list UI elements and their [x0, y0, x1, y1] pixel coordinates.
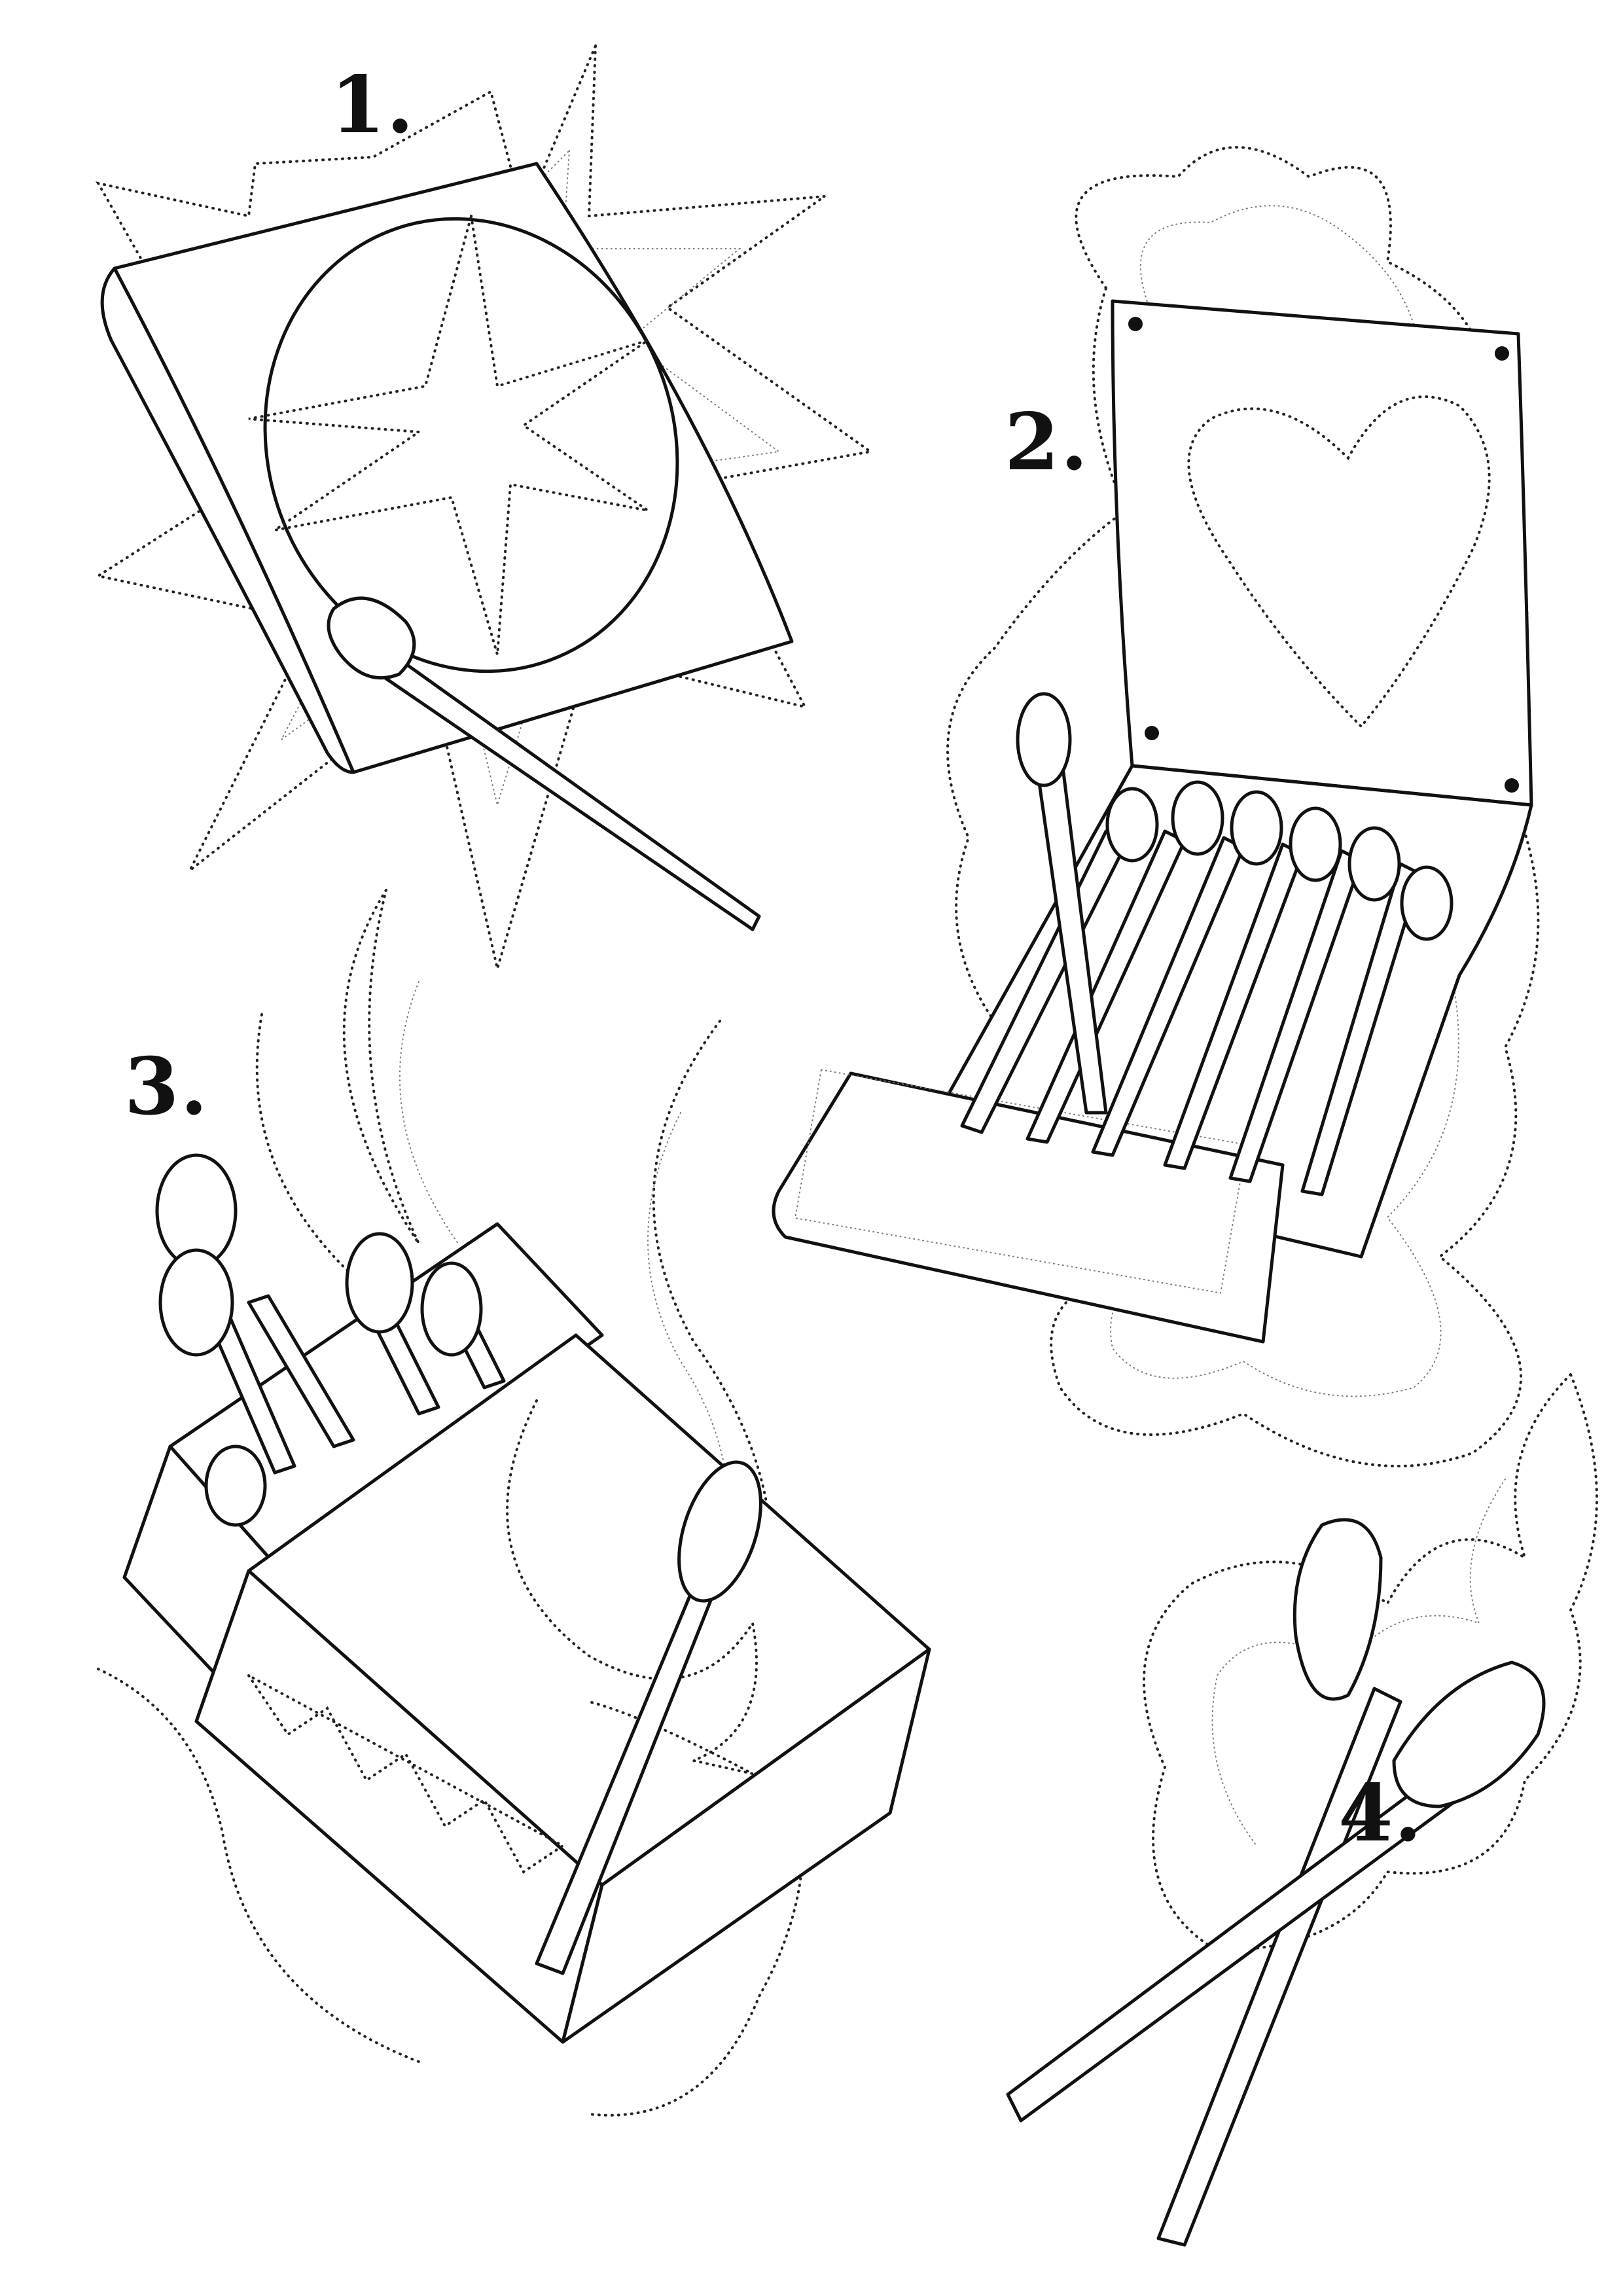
matchbook-spine: [100, 266, 355, 774]
label-item-2: 2.: [1005, 396, 1090, 488]
staple-dot: [1495, 346, 1509, 361]
flame-inner-3: [399, 981, 750, 1938]
smoke-inner-4: [1211, 1479, 1506, 1846]
flap-dotted-panel: [794, 1069, 1248, 1294]
match-stick-a: [1156, 1687, 1402, 2247]
match-head-lifted: [1016, 692, 1072, 787]
staple-dot: [1505, 778, 1519, 793]
match-row: [960, 780, 1454, 1196]
matchbook-striker-flap: [772, 1071, 1285, 1344]
smoke-inner-2: [1110, 205, 1477, 1397]
spade-outline: [506, 1399, 758, 1775]
label-item-4: 4.: [1338, 1767, 1423, 1859]
heart-outline: [1187, 395, 1491, 728]
illustration-3-matchbox-spade: [97, 889, 931, 2117]
match-head-a: [1293, 1518, 1383, 1701]
cover-oval: [263, 217, 679, 673]
illustration-1-matchbook-star: [94, 45, 874, 974]
matchbox-sleeve-end: [561, 1647, 931, 2044]
illustration-2-open-matchbook-heart: [772, 146, 1540, 1467]
compass-star: [248, 215, 649, 655]
match-head-leaning: [677, 1460, 762, 1603]
illustration-4-crossed-matches: [1006, 1372, 1598, 2247]
striker-zigzag: [247, 1674, 565, 1874]
starburst-outline: [94, 45, 874, 974]
smoke-outline-2: [946, 146, 1540, 1467]
matchbook-lid: [1111, 299, 1533, 807]
match-head-1: [327, 596, 416, 680]
box-match-row: [155, 1153, 506, 1527]
smoke-outline-4: [1143, 1372, 1598, 1952]
label-item-1: 1.: [330, 59, 416, 151]
match-head-b: [1392, 1660, 1546, 1808]
label-item-3: 3.: [124, 1041, 209, 1133]
staple-dot: [1145, 726, 1159, 740]
staple-dot: [1128, 317, 1143, 331]
